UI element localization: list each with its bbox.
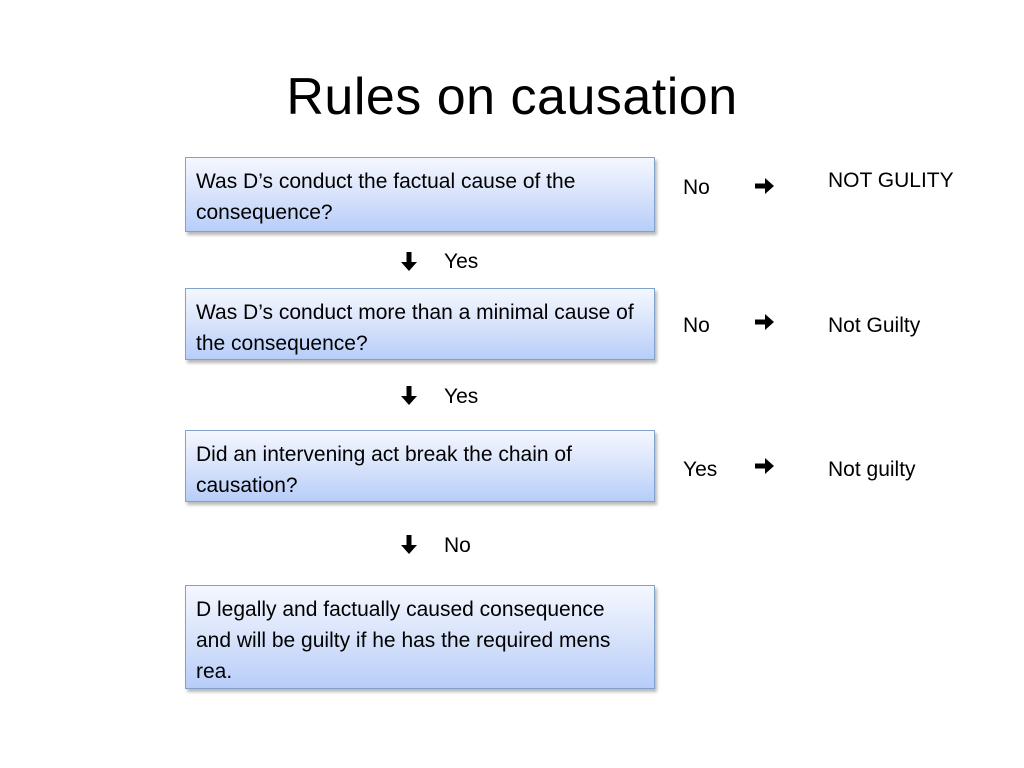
arrow-right-icon [752, 454, 776, 478]
next-answer-label: Yes [444, 250, 479, 273]
side-answer-label: Yes [683, 458, 718, 481]
step-box-intervening-act: Did an intervening act break the chain o… [185, 430, 655, 502]
arrow-right-icon [752, 310, 776, 334]
side-outcome-label: Not Guilty [828, 314, 921, 337]
arrow-down-icon [397, 533, 421, 557]
side-answer-label: No [683, 176, 710, 199]
next-answer-label: Yes [444, 385, 479, 408]
step-question: Did an intervening act break the chain o… [196, 443, 572, 497]
arrow-down-icon [397, 250, 421, 274]
arrow-down-icon [397, 384, 421, 408]
step-question: Was D’s conduct more than a minimal caus… [196, 301, 634, 355]
side-outcome-label: Not guilty [828, 458, 916, 481]
next-answer-label: No [444, 534, 471, 557]
slide-title: Rules on causation [286, 68, 738, 126]
side-answer-label: No [683, 314, 710, 337]
side-outcome-label: NOT GULITY [828, 169, 954, 192]
conclusion-box: D legally and factually caused consequen… [185, 585, 655, 689]
step-box-factual-cause: Was D’s conduct the factual cause of the… [185, 157, 655, 232]
step-question: Was D’s conduct the factual cause of the… [196, 170, 576, 224]
step-box-minimal-cause: Was D’s conduct more than a minimal caus… [185, 288, 655, 360]
arrow-right-icon [752, 174, 776, 198]
conclusion-text: D legally and factually caused consequen… [196, 598, 611, 683]
